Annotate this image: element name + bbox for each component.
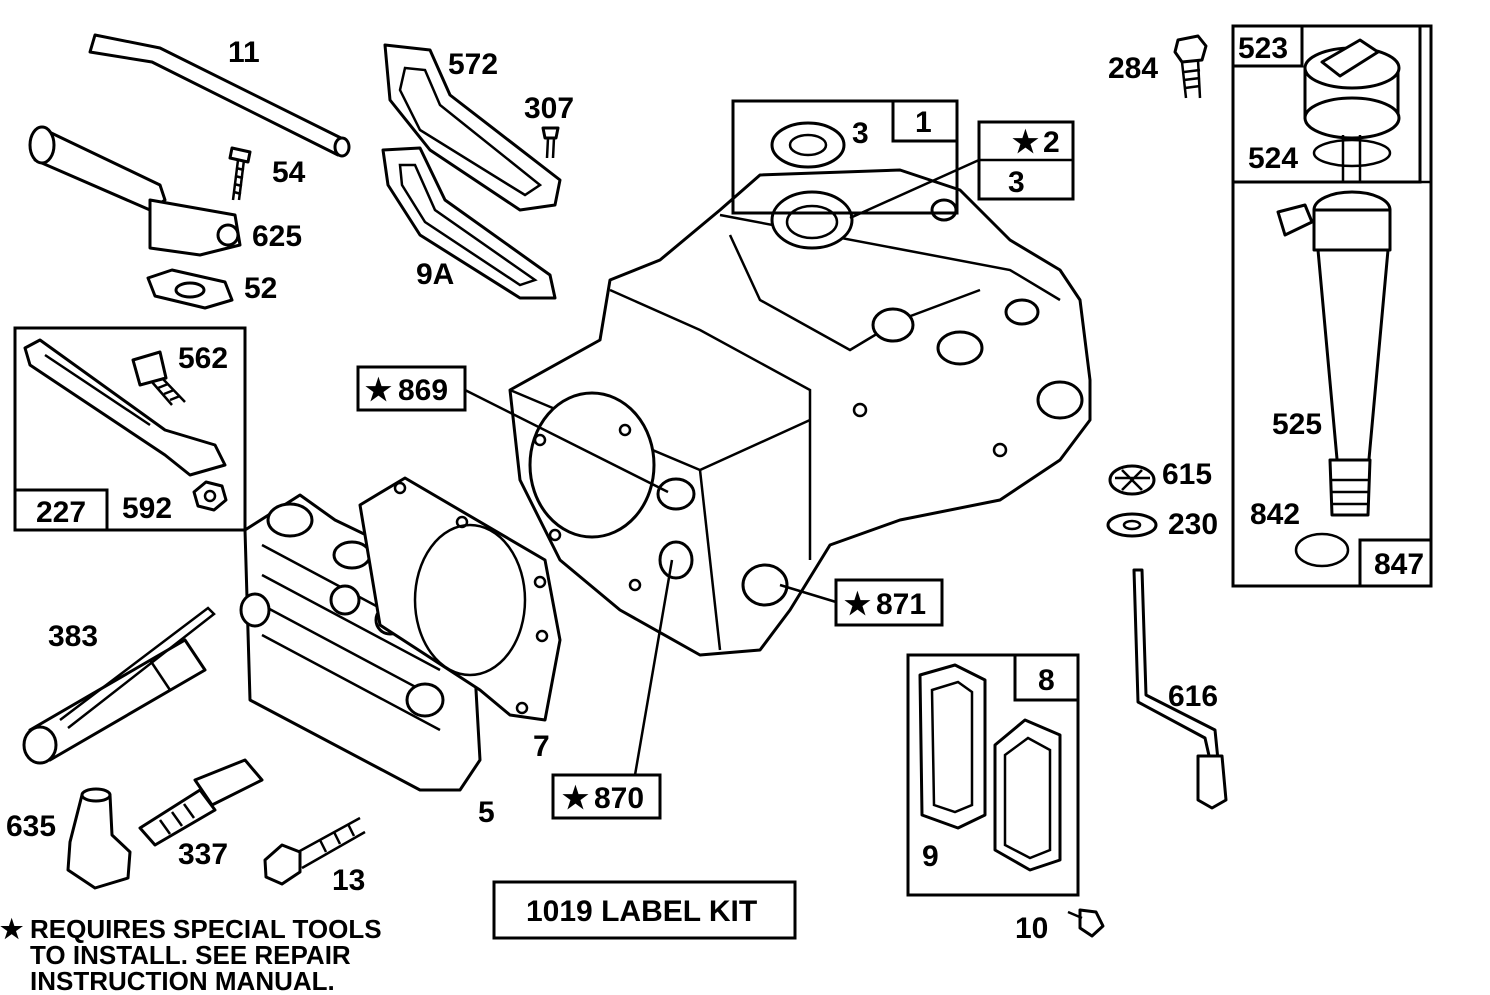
label-307: 307	[524, 92, 574, 125]
label-230: 230	[1168, 508, 1218, 541]
part-230-washer	[1106, 512, 1158, 538]
part-635-spark-plug-cover	[66, 787, 132, 890]
label-227: 227	[36, 496, 86, 529]
part-10-screw	[1067, 908, 1105, 938]
box-1	[731, 99, 959, 215]
label-8: 8	[1038, 664, 1055, 697]
label-7: 7	[533, 730, 550, 763]
engine-block	[508, 168, 1092, 657]
label-842: 842	[1250, 498, 1300, 531]
box-870	[551, 773, 662, 820]
label-5: 5	[478, 796, 495, 829]
box-847-label	[1358, 538, 1433, 588]
label-52: 52	[244, 272, 277, 305]
box-523	[1231, 24, 1422, 184]
part-524-o-ring	[1312, 138, 1392, 168]
part-9a-gasket	[381, 146, 557, 300]
label-1: 1	[915, 106, 932, 139]
label-3-box: 3	[1008, 166, 1025, 199]
box-8	[906, 653, 1080, 897]
part-307-screw	[541, 126, 560, 159]
part-525-dipstick-tube	[1276, 190, 1392, 517]
box-227	[13, 326, 247, 532]
star-2: ★	[1012, 126, 1039, 159]
box-869	[356, 365, 467, 412]
part-383-spark-plug-wrench	[22, 606, 216, 765]
leader-871	[779, 583, 837, 604]
part-8-breather-cover	[993, 718, 1062, 872]
label-11: 11	[228, 36, 260, 69]
label-592: 592	[122, 492, 172, 525]
label-635: 635	[6, 810, 56, 843]
label-616: 616	[1168, 680, 1218, 713]
label-kit-box	[492, 880, 797, 940]
part-615-seal	[1108, 464, 1156, 496]
footnote-line-2: TO INSTALL. SEE REPAIR	[30, 940, 351, 970]
label-870: 870	[594, 782, 644, 815]
label-2: 2	[1043, 126, 1060, 159]
star-870: ★	[562, 782, 589, 815]
label-9: 9	[922, 840, 939, 873]
label-337: 337	[178, 838, 228, 871]
label-525: 525	[1272, 408, 1322, 441]
box-871	[834, 578, 944, 627]
footnote-star: ★	[0, 914, 24, 944]
footnote-line-3: INSTRUCTION MANUAL.	[30, 966, 335, 995]
footnote-line-1: REQUIRES SPECIAL TOOLS	[30, 914, 382, 944]
label-847: 847	[1374, 548, 1424, 581]
part-842-o-ring	[1294, 532, 1350, 568]
label-kit-text: 1019 LABEL KIT	[526, 895, 757, 928]
label-572: 572	[448, 48, 498, 81]
part-523-dipstick-cap	[1303, 38, 1401, 182]
part-592-nut	[192, 480, 228, 512]
label-869: 869	[398, 374, 448, 407]
label-625: 625	[252, 220, 302, 253]
part-616-dipstick	[1132, 568, 1228, 810]
label-615: 615	[1162, 458, 1212, 491]
label-54: 54	[272, 156, 306, 189]
label-10: 10	[1015, 912, 1048, 945]
label-3-top: 3	[852, 117, 869, 150]
label-13: 13	[332, 864, 365, 897]
box-1-label	[891, 99, 959, 143]
part-284-drain-plug	[1173, 34, 1208, 99]
label-284: 284	[1108, 52, 1158, 85]
part-3-oil-seal	[770, 121, 846, 169]
part-52-gasket	[146, 268, 234, 310]
label-562: 562	[178, 342, 228, 375]
leader-2	[849, 158, 980, 220]
label-523: 523	[1238, 32, 1288, 65]
label-871: 871	[876, 588, 926, 621]
label-383: 383	[48, 620, 98, 653]
leader-869	[464, 388, 669, 494]
label-524: 524	[1248, 142, 1298, 175]
part-11-breather-tube	[88, 33, 351, 158]
box-227-label	[13, 488, 109, 532]
label-9a: 9A	[416, 258, 454, 291]
part-562-bolt	[131, 350, 186, 406]
part-227-governor-lever	[23, 338, 227, 477]
part-625-breather-elbow	[28, 125, 242, 257]
part-572-gasket	[383, 43, 562, 212]
leader-870	[633, 559, 674, 776]
star-871: ★	[844, 588, 871, 621]
part-337-spark-plug	[138, 758, 264, 847]
star-869: ★	[365, 374, 392, 407]
part-13-head-bolt	[263, 816, 366, 886]
part-7-head-gasket	[358, 476, 562, 722]
part-9-breather-gasket	[918, 663, 987, 830]
part-54-screw	[228, 146, 252, 201]
box-8-label	[1013, 653, 1080, 702]
